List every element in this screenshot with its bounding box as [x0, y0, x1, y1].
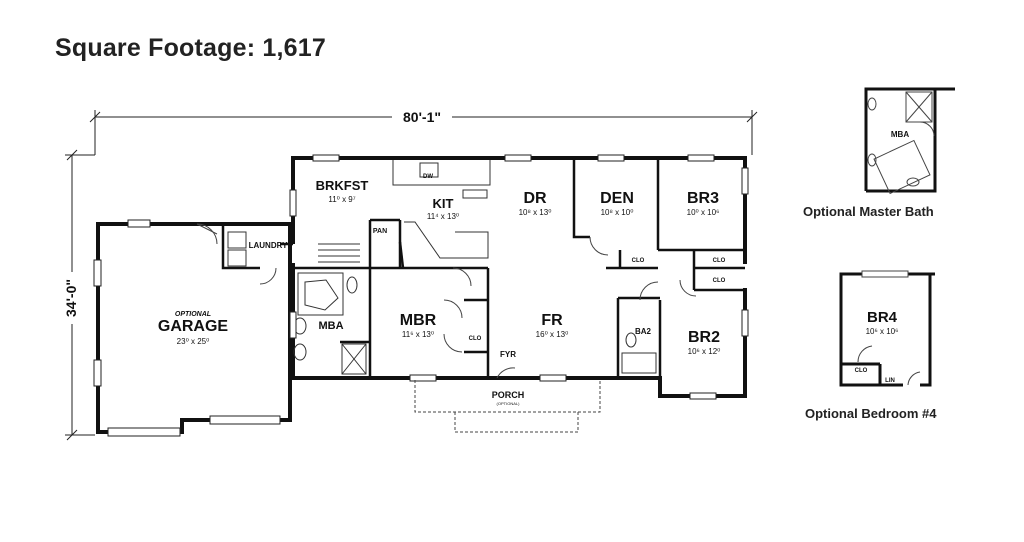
room-garage-size: 23⁰ x 25⁰: [177, 337, 210, 346]
room-fr-label: FR: [541, 312, 563, 329]
optional-bedroom-inset: BR4 10⁶ x 10⁶ CLO LIN: [839, 270, 935, 387]
porch-note: (OPTIONAL): [497, 401, 521, 406]
room-br3-size: 10⁰ x 10⁶: [687, 208, 720, 217]
room-brkfst-size: 11⁰ x 9⁷: [328, 195, 355, 204]
room-dr-label: DR: [523, 190, 547, 207]
room-mbr-size: 11⁶ x 13⁰: [402, 330, 434, 339]
room-brkfst-label: BRKFST: [316, 178, 369, 193]
room-mba-label: MBA: [318, 320, 343, 332]
optional-master-bath-caption: Optional Master Bath: [803, 204, 934, 219]
room-den-label: DEN: [600, 190, 634, 207]
dishwasher-label: DW: [423, 174, 433, 180]
room-kit-label: KIT: [433, 196, 454, 211]
inset-lin-label: LIN: [885, 378, 895, 384]
room-dr-size: 10⁸ x 13⁰: [519, 208, 552, 217]
width-dimension-label: 80'-1": [403, 109, 441, 125]
inset-mba-label: MBA: [891, 130, 909, 139]
room-pan-label: PAN: [373, 228, 387, 235]
stairs: [318, 243, 360, 263]
room-br3-label: BR3: [687, 190, 719, 207]
room-kit-size: 11⁴ x 13⁰: [427, 212, 459, 221]
porch-label: PORCH: [492, 390, 525, 400]
optional-bedroom-caption: Optional Bedroom #4: [805, 406, 937, 421]
bath-fixtures: [227, 231, 657, 375]
room-garage-label: GARAGE: [158, 318, 229, 335]
room-br2-size: 10⁶ x 12⁰: [688, 347, 721, 356]
depth-dimension-label: 34'-0": [63, 279, 79, 317]
page-title: Square Footage: 1,617: [55, 34, 326, 62]
room-fr-size: 16⁰ x 13⁰: [536, 330, 569, 339]
room-fyr-label: FYR: [500, 350, 516, 359]
room-br2-label: BR2: [688, 329, 720, 346]
closet-br3-label: CLO: [713, 258, 726, 264]
closet-br2-label: CLO: [713, 278, 726, 284]
room-den-size: 10⁸ x 10⁰: [601, 208, 634, 217]
closet-mbr-label: CLO: [469, 336, 482, 342]
door-swings: [196, 223, 697, 379]
porch-outline: [414, 380, 601, 433]
exterior-walls: [96, 156, 747, 434]
optional-master-bath-inset: MBA: [864, 87, 955, 195]
inset-br4-label: BR4: [867, 309, 898, 326]
inset-clo-label: CLO: [855, 368, 868, 374]
room-garage-note: OPTIONAL: [175, 311, 211, 318]
windows: [93, 154, 749, 437]
closet-den-label: CLO: [632, 258, 645, 264]
room-laundry-label: LAUNDRY: [249, 241, 288, 250]
room-ba2-label: BA2: [635, 327, 652, 336]
inset-br4-size: 10⁶ x 10⁶: [866, 327, 899, 336]
interior-walls: [221, 158, 745, 378]
room-mbr-label: MBR: [400, 312, 437, 329]
kitchen-counters: [392, 160, 491, 259]
